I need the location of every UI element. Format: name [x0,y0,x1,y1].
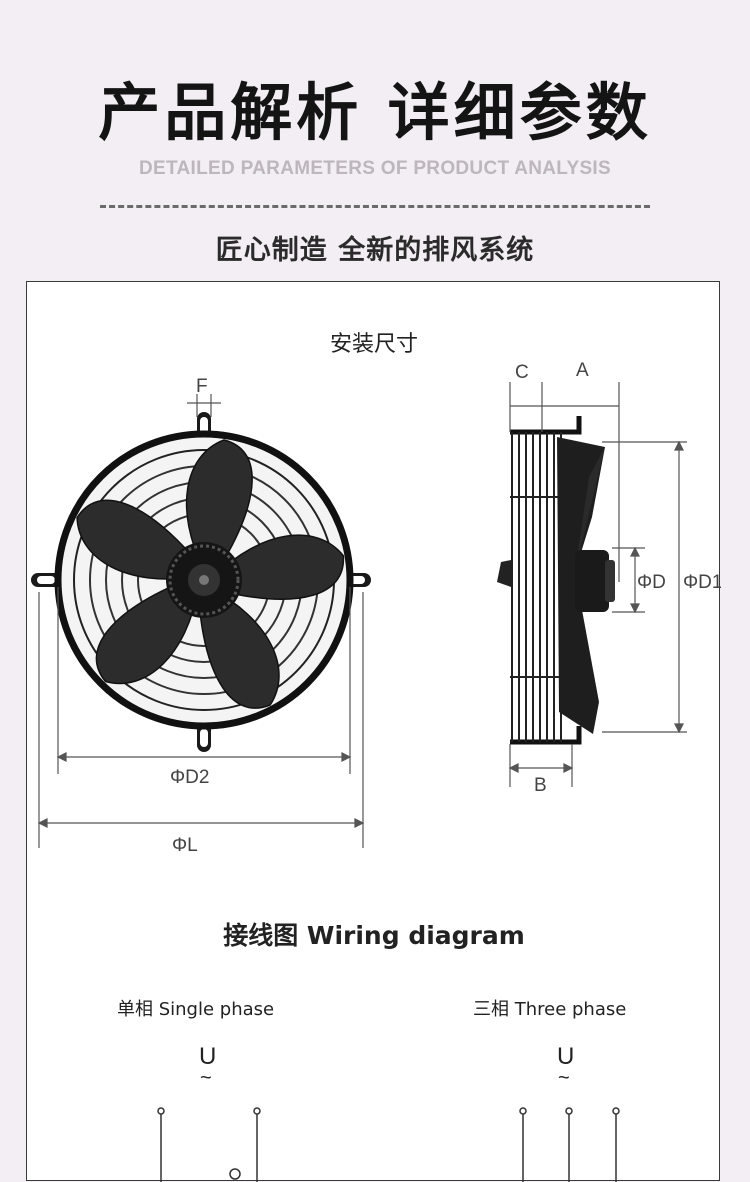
single-phase-symbol: U [199,1043,216,1070]
installation-title: 安装尺寸 [329,332,418,357]
dimension-phi-d [612,546,645,614]
dimension-f [187,394,221,417]
single-phase-tilde: ~ [200,1067,212,1089]
three-phase-label: 三相 Three phase [473,999,627,1020]
three-phase-tilde: ~ [558,1067,570,1089]
page-subtitle: DETAILED PARAMETERS OF PRODUCT ANALYSIS [139,158,611,179]
label-a: A [576,360,589,381]
dimension-b [508,744,574,787]
wiring-diagram-title: 接线图 Wiring diagram [223,921,525,950]
label-b: B [534,775,547,796]
fan-front-view-icon [31,412,371,752]
single-phase-leads [157,1107,261,1182]
label-phi-d2: ΦD2 [170,767,209,788]
three-phase-symbol: U [557,1043,574,1070]
spec-card: 安装尺寸 [26,281,721,1182]
dimension-c-a [509,382,620,582]
dimension-phi-d1 [602,440,687,734]
label-c: C [515,362,529,383]
dashed-divider [100,205,650,208]
single-phase-label: 单相 Single phase [117,999,275,1020]
three-phase-leads [519,1107,620,1182]
slogan-text: 匠心制造 全新的排风系统 [215,235,535,266]
fan-side-view-icon [497,416,615,745]
label-phi-d: ΦD [637,572,666,593]
page-title: 产品解析 详细参数 [98,76,652,149]
installation-drawing: F ΦD2 ΦL [31,360,721,1182]
dimension-phi-d2 [56,587,352,774]
label-phi-l: ΦL [172,835,198,856]
label-phi-d1: ΦD1 [683,572,721,593]
dimension-phi-l [37,592,365,848]
label-f: F [196,376,208,397]
